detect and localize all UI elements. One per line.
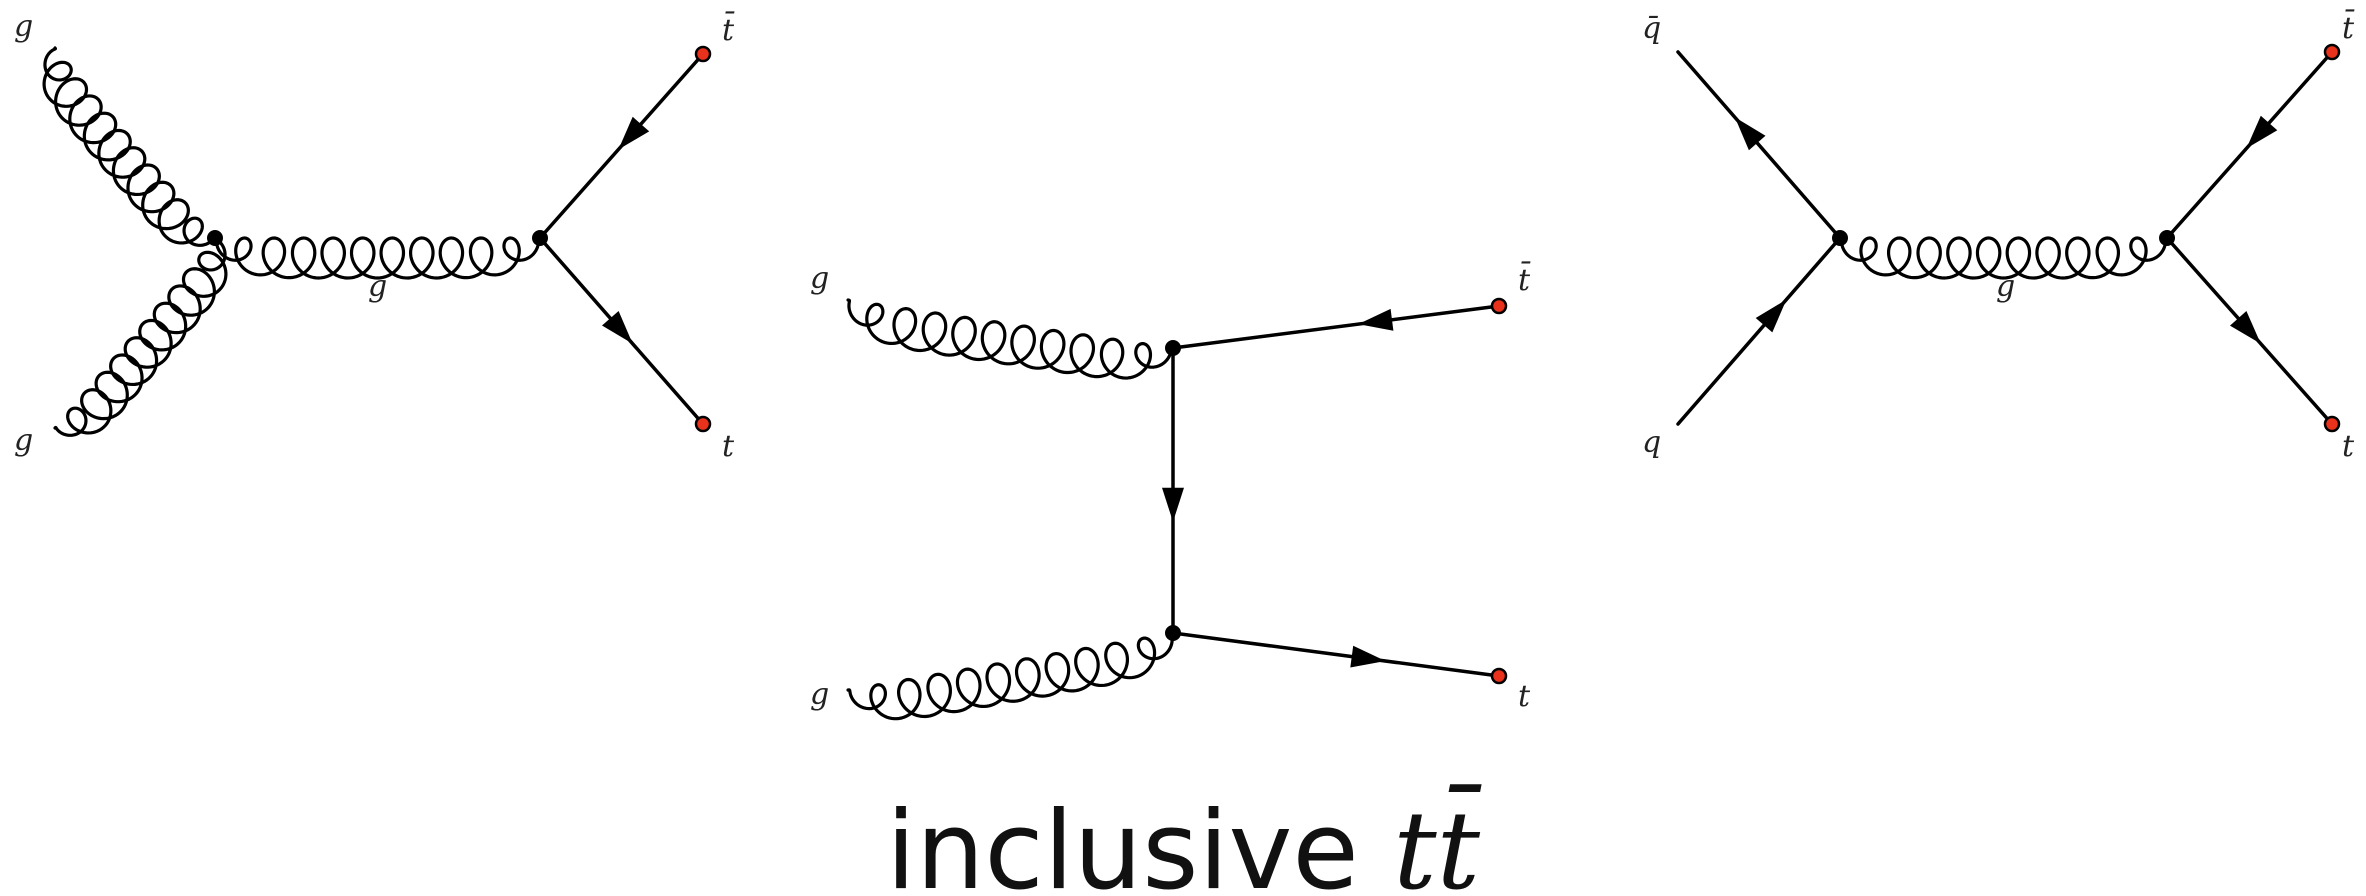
top-line bbox=[1171, 631, 1501, 678]
caption-math: tt̄ bbox=[1393, 784, 1482, 896]
gluon-propagator bbox=[213, 236, 542, 280]
gluon-propagator bbox=[1838, 236, 2169, 280]
gluon-line-incoming-top bbox=[42, 46, 217, 247]
diagram-s-channel-quark-annihilation: q̄ q g t̄ t bbox=[1642, 8, 2355, 464]
label-top: t bbox=[722, 429, 735, 464]
diagram-t-channel-gluon-fusion: g g t̄ t bbox=[810, 260, 1531, 721]
external-antitop-dot bbox=[694, 45, 712, 63]
arrow-exchange bbox=[1162, 487, 1184, 522]
label-top: t bbox=[1518, 679, 1531, 714]
quark-line bbox=[1676, 236, 1842, 426]
diagram-s-channel-gluon-fusion: g g g t̄ t bbox=[14, 9, 735, 464]
label-gluon-in-bottom: g bbox=[810, 677, 829, 712]
label-antiquark: q̄ bbox=[1642, 11, 1661, 46]
external-antitop-dot bbox=[2323, 43, 2341, 61]
arrow-quark bbox=[1755, 299, 1787, 333]
gluon-line-incoming-top bbox=[846, 298, 1175, 380]
antiquark-line bbox=[1676, 50, 1842, 240]
antitop-line bbox=[1171, 304, 1501, 350]
caption: inclusive tt̄ bbox=[886, 784, 1482, 896]
gluon-line-incoming-bottom bbox=[846, 631, 1175, 721]
external-top-dot bbox=[2323, 415, 2341, 433]
external-top-dot bbox=[694, 415, 712, 433]
label-gluon-in-top: g bbox=[14, 9, 33, 44]
vertex-lower bbox=[1165, 625, 1181, 641]
label-gluon-propagator: g bbox=[368, 269, 387, 304]
arrow-top bbox=[1350, 645, 1386, 668]
label-antitop: t̄ bbox=[1518, 260, 1531, 298]
external-top-dot bbox=[1490, 667, 1508, 685]
label-top: t bbox=[2342, 429, 2355, 464]
vertex-left bbox=[207, 230, 223, 246]
arrow-top bbox=[602, 311, 633, 344]
label-gluon-in-bottom: g bbox=[14, 423, 33, 458]
caption-prefix: inclusive bbox=[886, 789, 1393, 896]
gluon-line-incoming-bottom bbox=[53, 236, 228, 437]
vertex-right bbox=[532, 230, 548, 246]
label-antitop: t̄ bbox=[722, 10, 735, 48]
label-gluon-in-top: g bbox=[810, 261, 829, 296]
label-gluon-propagator: g bbox=[1996, 269, 2015, 304]
arrow-antiquark bbox=[1734, 117, 1766, 151]
caption-text: inclusive tt̄ bbox=[886, 784, 1482, 896]
arrow-antitop bbox=[1358, 308, 1394, 331]
vertex-right bbox=[2159, 230, 2175, 246]
arrow-antitop bbox=[618, 116, 650, 150]
label-quark: q bbox=[1642, 425, 1661, 460]
label-antitop: t̄ bbox=[2342, 8, 2355, 46]
arrow-antitop bbox=[2246, 115, 2278, 149]
external-antitop-dot bbox=[1490, 297, 1508, 315]
vertex-upper bbox=[1165, 340, 1181, 356]
arrow-top bbox=[2230, 311, 2261, 344]
vertex-left bbox=[1832, 230, 1848, 246]
